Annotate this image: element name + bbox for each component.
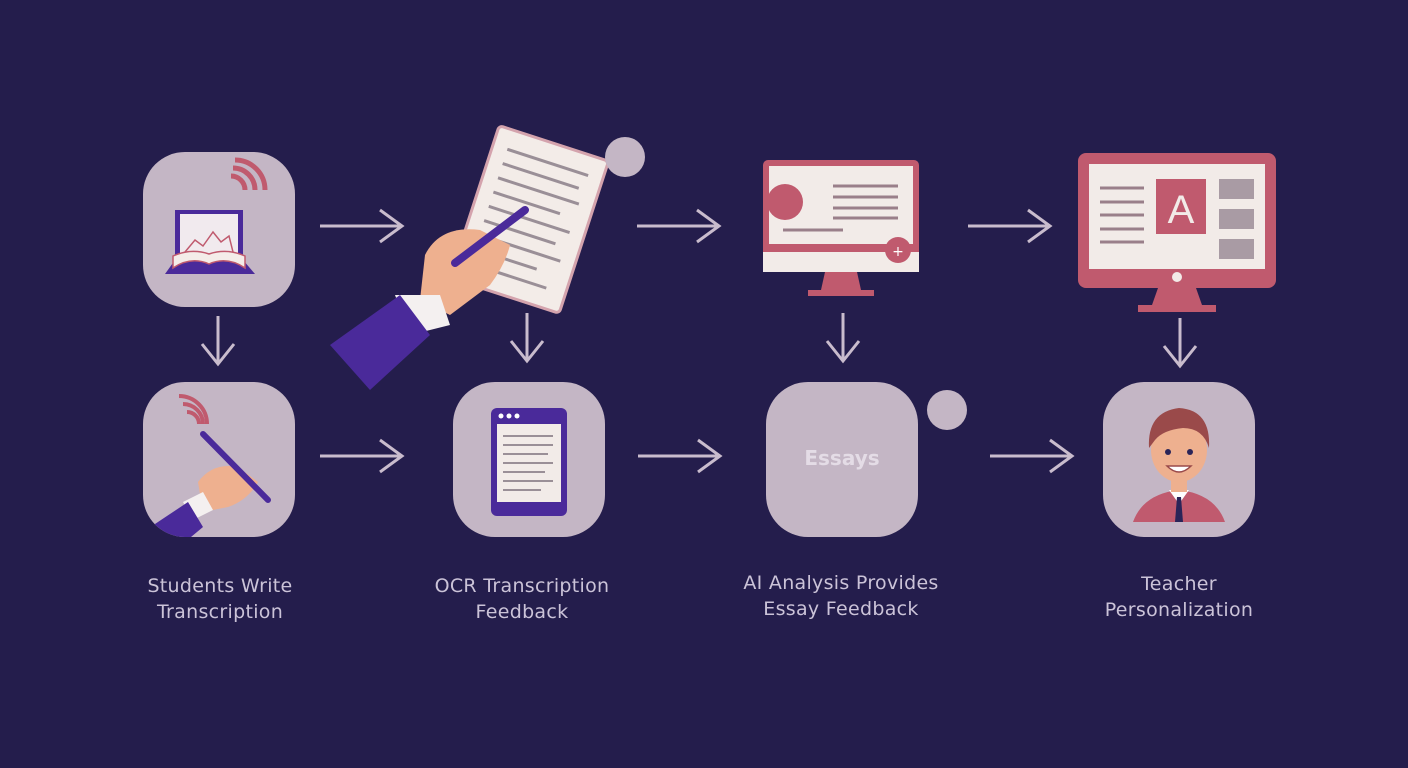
- grade-letter: A: [1168, 188, 1195, 232]
- label-line: Feedback: [475, 601, 569, 623]
- laptop-book-icon: [165, 157, 268, 274]
- label-line: Personalization: [1104, 599, 1254, 621]
- label-line: AI Analysis Provides: [743, 572, 939, 594]
- teacher-tile: [1103, 382, 1255, 537]
- arrow-down: [1162, 316, 1198, 368]
- step-label-teacher: Teacher Personalization: [1049, 571, 1309, 623]
- arrow-down: [825, 311, 861, 363]
- arrow-right: [966, 208, 1052, 244]
- arrow-right: [988, 438, 1074, 474]
- label-line: Students Write: [147, 575, 293, 597]
- monitor-grading-icon: A: [1078, 153, 1276, 312]
- monitor-analysis-icon: +: [763, 160, 919, 296]
- svg-text:+: +: [892, 244, 904, 260]
- laptop-book-tile: [143, 152, 295, 307]
- arrow-right: [636, 438, 722, 474]
- hand-writing-tile: [143, 382, 295, 537]
- arrow-down: [200, 314, 236, 366]
- label-line: Teacher: [1141, 573, 1217, 595]
- label-line: OCR Transcription: [434, 575, 610, 597]
- decorative-circle: [605, 137, 645, 177]
- teacher-avatar-icon: [1133, 408, 1225, 522]
- tablet-document-icon: [491, 408, 567, 516]
- hand-writing-icon: [143, 394, 271, 537]
- hand-holding-document-icon: [330, 125, 610, 390]
- tablet-tile: [453, 382, 605, 537]
- arrow-right: [318, 438, 404, 474]
- decorative-circle: [927, 390, 967, 430]
- step-label-ai-analysis: AI Analysis Provides Essay Feedback: [711, 570, 971, 622]
- essays-tile: Essays: [766, 382, 918, 537]
- essays-text: Essays: [804, 446, 880, 470]
- step-label-students-write: Students Write Transcription: [90, 573, 350, 625]
- step-label-ocr: OCR Transcription Feedback: [392, 573, 652, 625]
- arrow-right: [635, 208, 721, 244]
- label-line: Transcription: [156, 601, 284, 623]
- label-line: Essay Feedback: [763, 598, 919, 620]
